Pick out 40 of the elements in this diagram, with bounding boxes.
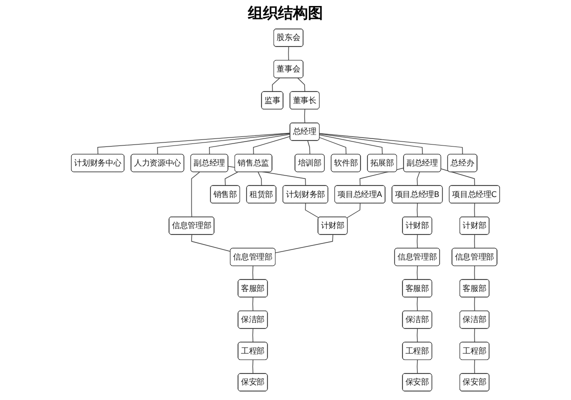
connector — [272, 78, 280, 92]
connector — [319, 137, 346, 155]
connector — [224, 172, 238, 186]
connector — [416, 203, 418, 218]
connector — [208, 134, 290, 155]
connector — [440, 168, 476, 186]
connector — [258, 172, 262, 186]
connector — [252, 266, 254, 280]
connector — [474, 328, 476, 343]
connector — [252, 360, 254, 374]
connector — [253, 136, 290, 155]
connector — [319, 134, 383, 155]
connector — [304, 109, 306, 124]
connector — [416, 328, 418, 343]
connector — [297, 78, 306, 92]
connector — [416, 297, 418, 312]
connector — [97, 132, 290, 155]
connector — [252, 328, 254, 343]
connector — [474, 234, 476, 249]
chart-title: 组织结构图 — [246, 4, 324, 23]
connector — [275, 234, 334, 254]
connector — [474, 203, 476, 218]
connector — [191, 172, 200, 218]
connector — [191, 234, 231, 252]
connector — [157, 133, 290, 155]
connector — [307, 140, 310, 155]
connector — [474, 297, 476, 312]
connector — [319, 134, 423, 155]
connector — [416, 266, 418, 280]
connector — [305, 203, 320, 218]
connector — [416, 234, 418, 249]
connector — [474, 266, 476, 280]
connector — [360, 168, 404, 186]
connector — [346, 203, 360, 218]
connector — [416, 360, 418, 374]
connector — [474, 360, 476, 374]
connector — [319, 133, 463, 155]
connector — [416, 172, 420, 186]
connector — [288, 46, 289, 61]
connector — [252, 297, 254, 312]
